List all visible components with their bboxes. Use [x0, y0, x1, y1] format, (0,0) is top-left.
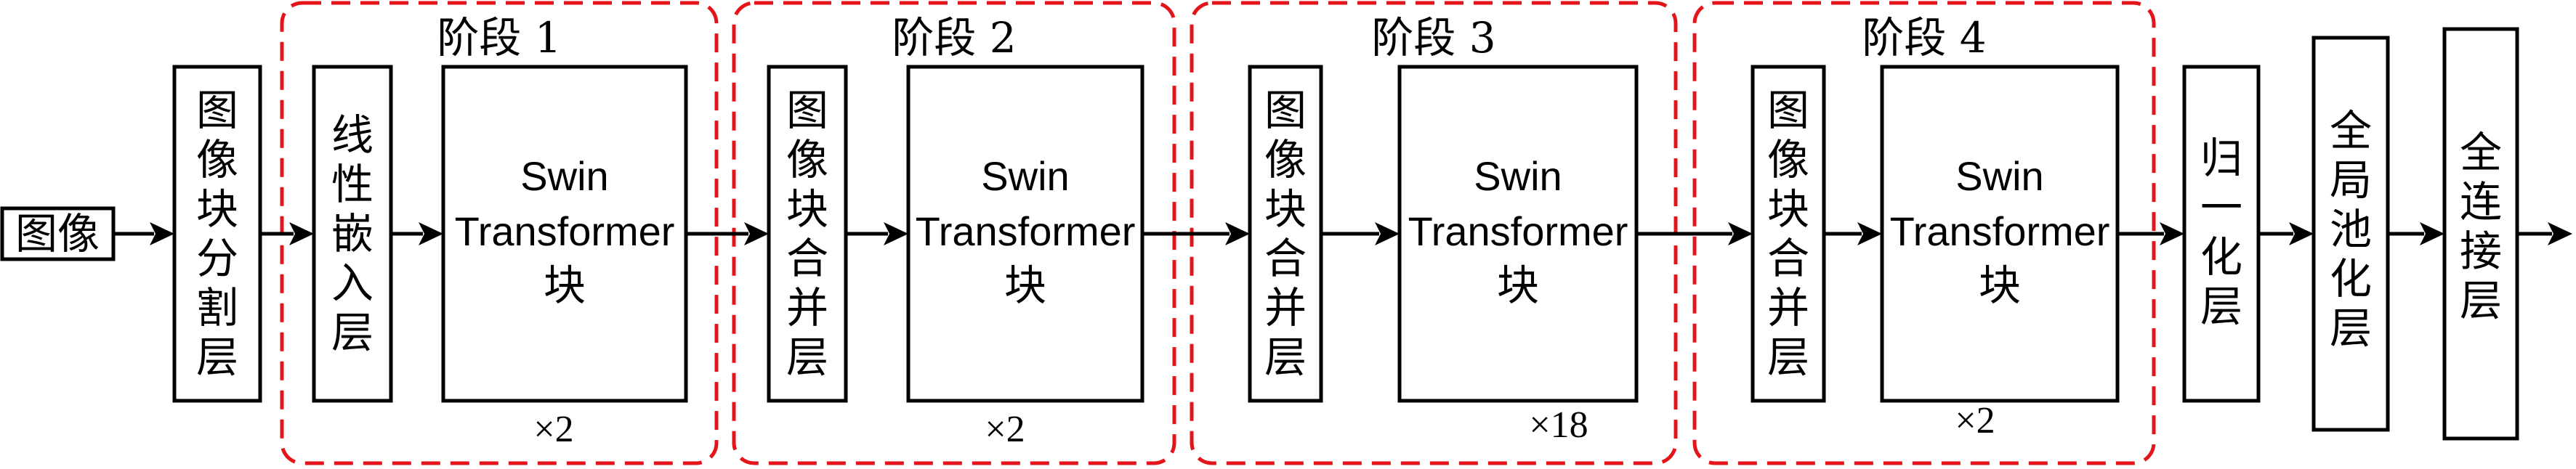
arrow-swin2-to-merge3	[1142, 222, 1250, 245]
layer-norm-label: 归一化层	[2200, 134, 2242, 331]
arrow-pool-to-fc	[2388, 222, 2444, 245]
arrow-swin3-to-merge4	[1636, 222, 1753, 245]
arrow-merge4-to-swin4	[1824, 222, 1882, 245]
stage-4-repeat: ×2	[1955, 400, 1995, 441]
global-pool-node: 全局池化层	[2311, 36, 2390, 432]
arrow-swin1-to-merge2	[686, 222, 769, 245]
input-image-node: 图像	[0, 206, 116, 261]
patch-partition-node: 图像块分割层	[172, 65, 262, 403]
stage-3-patch-merging-label: 图像块合并层	[1264, 86, 1307, 382]
stage-4-swin-block-node: Swin Transformer 块	[1880, 65, 2120, 403]
stage-2-patch-merging-label: 图像块合并层	[786, 86, 828, 382]
fully-connected-node: 全连接层	[2442, 27, 2519, 441]
patch-partition-label: 图像块分割层	[196, 86, 238, 382]
linear-embedding-label: 线性嵌入层	[331, 110, 374, 357]
swin-block-line2: Transformer	[916, 208, 1136, 254]
stage-4-patch-merging-label: 图像块合并层	[1767, 86, 1809, 382]
swin-block-line1: Swin	[1474, 153, 1562, 199]
swin-block-line1: Swin	[1955, 153, 2043, 199]
arrow-merge3-to-swin3	[1321, 222, 1400, 245]
stage-3-swin-block-node: Swin Transformer 块	[1397, 65, 1639, 403]
arrow-input-to-partition	[113, 222, 174, 245]
stage-3-title: 阶段 3	[1371, 13, 1495, 62]
stage-4-title: 阶段 4	[1862, 13, 1986, 62]
fully-connected-label: 全连接层	[2460, 128, 2502, 325]
input-image-label: 图像	[15, 209, 100, 258]
arrow-embedding-to-swin1	[391, 222, 443, 245]
global-pool-label: 全局池化层	[2330, 106, 2372, 353]
stage-4-frame: 阶段 4	[1692, 1, 2156, 465]
swin-block-line3: 块	[1497, 261, 1539, 310]
stage-2-swin-block-node: Swin Transformer 块	[906, 65, 1144, 403]
stage-3-patch-merging-node: 图像块合并层	[1248, 65, 1323, 403]
stage-4-patch-merging-node: 图像块合并层	[1751, 65, 1826, 403]
stage-1-title: 阶段 1	[437, 13, 561, 62]
stage-2-title: 阶段 2	[892, 13, 1016, 62]
swin-block-line3: 块	[1979, 261, 2021, 310]
stage-2-patch-merging-node: 图像块合并层	[767, 65, 848, 403]
arrow-swin4-to-norm	[2117, 222, 2184, 245]
swin-block-line3: 块	[544, 261, 586, 310]
arrow-partition-to-embedding	[260, 222, 314, 245]
swin-block-line2: Transformer	[455, 208, 675, 254]
arrow-merge2-to-swin2	[846, 222, 908, 245]
stage-1-swin-block-node: Swin Transformer 块	[441, 65, 688, 403]
swin-block-line1: Swin	[520, 153, 608, 199]
arrow-norm-to-pool	[2258, 222, 2314, 245]
linear-embedding-node: 线性嵌入层	[312, 65, 393, 403]
layer-norm-node: 归一化层	[2182, 65, 2261, 403]
swin-block-line2: Transformer	[1890, 208, 2110, 254]
stage-2-repeat: ×2	[985, 409, 1025, 450]
arrow-fc-to-output	[2517, 222, 2572, 245]
stage-1-repeat: ×2	[533, 409, 573, 450]
swin-block-line1: Swin	[981, 153, 1069, 199]
swin-block-line2: Transformer	[1408, 208, 1628, 254]
stage-3-repeat: ×18	[1529, 404, 1588, 446]
swin-block-line3: 块	[1004, 261, 1046, 310]
flow-arrows	[113, 222, 2572, 245]
